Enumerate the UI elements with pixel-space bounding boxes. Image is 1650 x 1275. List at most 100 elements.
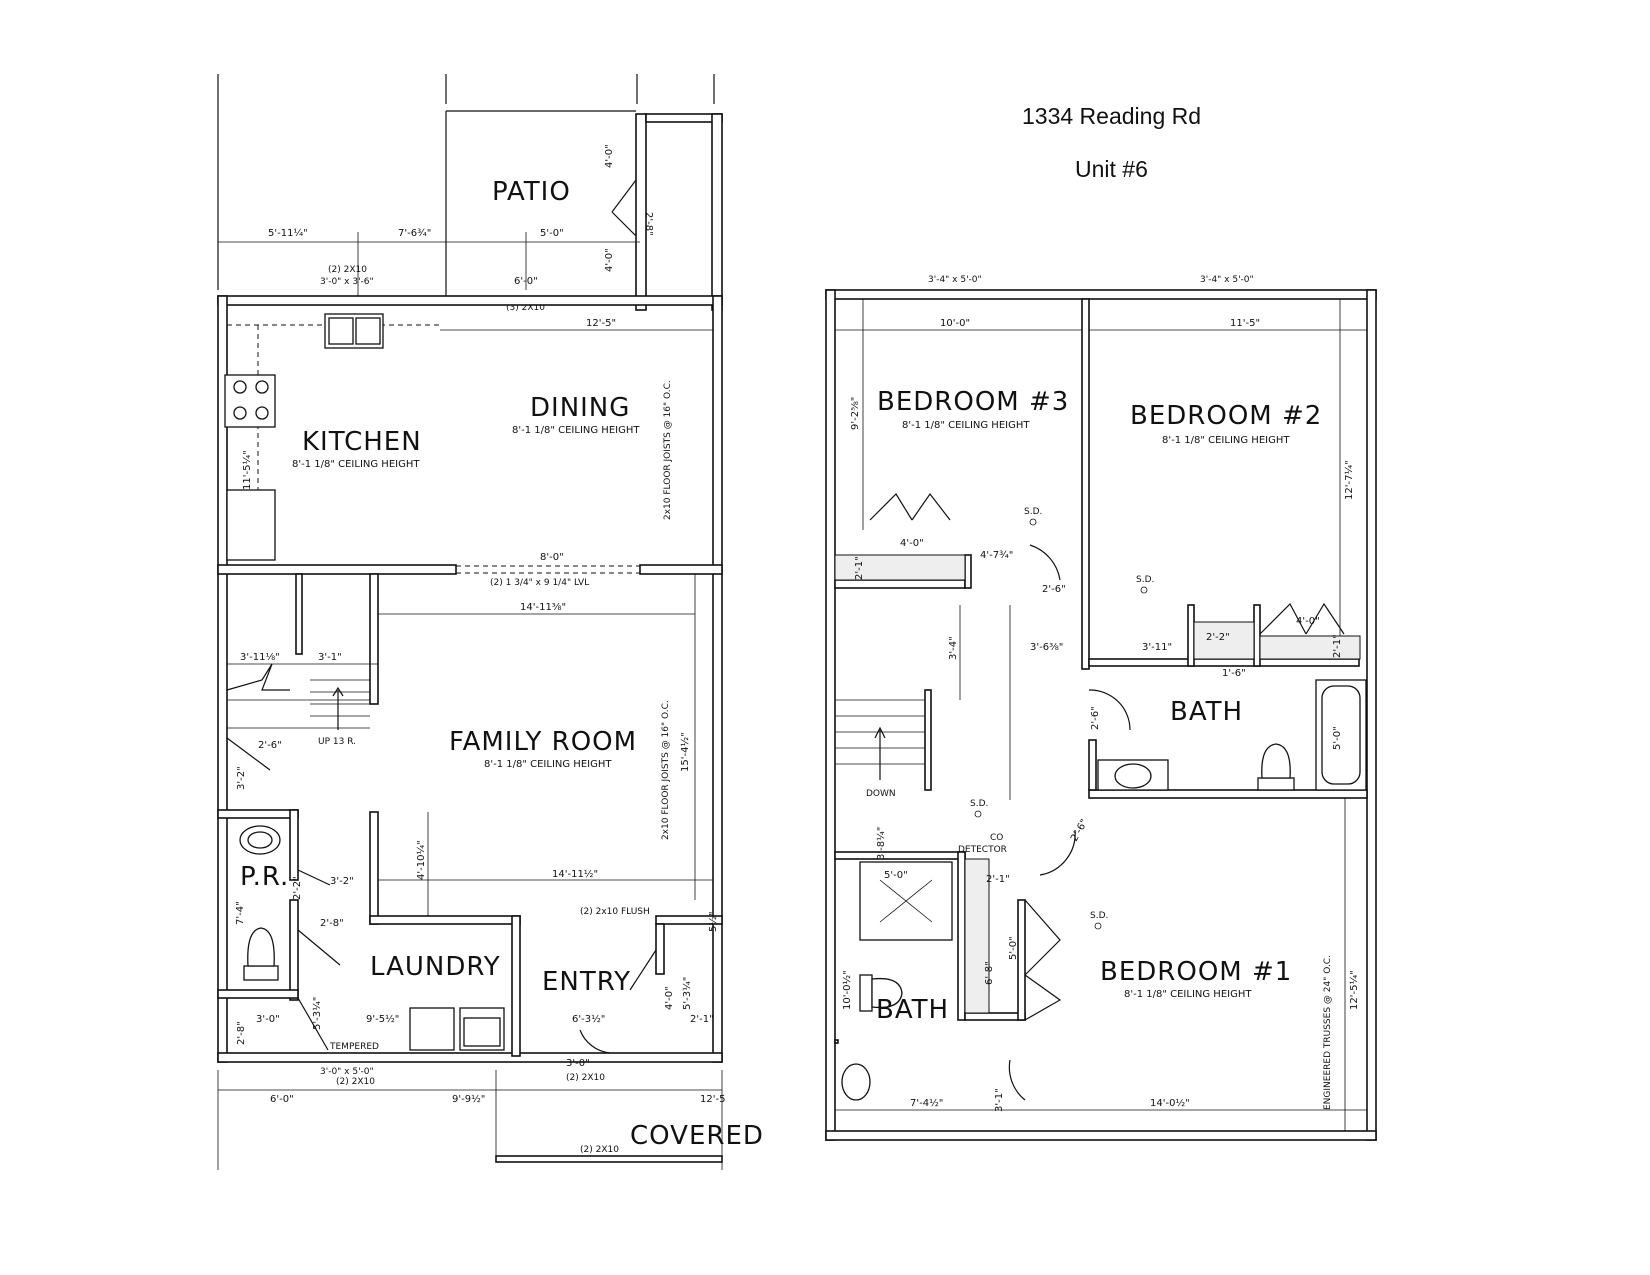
dim-linen: 2'-2" bbox=[1206, 632, 1230, 643]
dim-bot-b: 14'-0½" bbox=[1150, 1097, 1190, 1109]
address-title: 1334 Reading Rd bbox=[1022, 103, 1202, 129]
dim-porch-b: 9'-9½" bbox=[452, 1093, 485, 1105]
dim-bed3-h: 9'-2⅝" bbox=[850, 397, 861, 430]
patio-label: PATIO bbox=[492, 177, 571, 207]
dim-bed2-w: 11'-5" bbox=[1230, 318, 1260, 329]
note-entry-window: 3'-0" x 5'-0" bbox=[320, 1067, 374, 1077]
dim-entry-side: 2'-1" bbox=[690, 1014, 714, 1025]
patio: PATIO bbox=[445, 110, 723, 311]
dim-closet2: 4'-0" bbox=[1296, 616, 1320, 627]
note-window-size: 3'-0" x 3'-6" bbox=[320, 277, 374, 287]
note-flush: (2) 2x10 FLUSH bbox=[580, 907, 650, 917]
sd-4: S.D. bbox=[1090, 911, 1108, 921]
hall-bath-label: BATH bbox=[1170, 697, 1243, 727]
note-window-b: 3'-4" x 5'-0" bbox=[1200, 275, 1254, 285]
dim-top-c: 5'-0" bbox=[540, 228, 564, 239]
dim-wic-a: 2'-1" bbox=[986, 874, 1010, 885]
note-trusses: ENGINEERED TRUSSES @ 24" O.C. bbox=[1323, 955, 1333, 1110]
bedroom-3: 10'-0" 9'-2⅝" BEDROOM #3 8'-1 1/8" CEILI… bbox=[834, 299, 1082, 595]
laundry-label: LAUNDRY bbox=[370, 952, 501, 982]
master-bath: 5'-0" 10'-0½" BATH 3'-1" bbox=[841, 861, 1026, 1112]
walk-in-closet: 2'-1" 6'-8" 5'-0" bbox=[964, 858, 1062, 1021]
dim-bot-a: 7'-4½" bbox=[910, 1097, 943, 1109]
dim-hall-c: 3'-11" bbox=[1142, 642, 1172, 653]
dining-label: DINING bbox=[530, 393, 630, 423]
pr-toilet-tank bbox=[243, 965, 279, 981]
dim-pr-lower: 7'-4" bbox=[235, 901, 246, 925]
note-header-door: (3) 2X10 bbox=[506, 303, 545, 313]
hall-bath: BATH 2'-6" 5'-0" bbox=[1088, 679, 1367, 791]
dim-door-6: 6'-0" bbox=[514, 276, 538, 287]
bedroom-3-label: BEDROOM #3 bbox=[877, 387, 1069, 417]
note-family-joists: 2x10 FLOOR JOISTS @ 16" O.C. bbox=[661, 700, 671, 840]
bedroom-1-ceiling: 8'-1 1/8" CEILING HEIGHT bbox=[1124, 989, 1252, 1000]
second-floor-plan: 3'-4" x 5'-0" 3'-4" x 5'-0" 10'-0" bbox=[825, 275, 1377, 1141]
dim-closet3: 4'-0" bbox=[900, 538, 924, 549]
entry-label: ENTRY bbox=[542, 967, 631, 997]
dim-wic-b: 6'-8" bbox=[984, 961, 995, 985]
note-tempered: TEMPERED bbox=[329, 1042, 379, 1052]
second-floor-stairs: 3'-4" DOWN 3'-6⅜" 3'-11" 3'-8¼" S.D. CO … bbox=[835, 605, 1172, 876]
kitchen-label: KITCHEN bbox=[302, 427, 422, 457]
first-floor-stairs: 3'-11⅛" 3'-1" UP 13 R. 2'-6" 3'-2" bbox=[226, 652, 378, 790]
hall-bath-toilet-tank bbox=[1257, 777, 1295, 791]
dim-pr-door: 3'-2" bbox=[330, 876, 354, 887]
dim-kitchen-h: 11'-5¼" bbox=[241, 450, 253, 490]
dim-laundry-d: 5'-3¼" bbox=[311, 997, 323, 1030]
sd-2: S.D. bbox=[1136, 575, 1154, 585]
dim-family-w: 14'-11⅜" bbox=[520, 602, 566, 613]
bedroom-3-ceiling: 8'-1 1/8" CEILING HEIGHT bbox=[902, 420, 1030, 431]
dim-entry-closet: 4'-0" bbox=[664, 986, 675, 1010]
note-entry-door-header: (2) 2X10 bbox=[566, 1073, 605, 1083]
laundry-room: LAUNDRY 5'-3¼" 9'-5½" TEMPERED 2'-8" 3'-… bbox=[236, 952, 505, 1052]
sd-1: S.D. bbox=[1024, 507, 1042, 517]
dim-opening: 8'-0" bbox=[540, 552, 564, 563]
dim-wic-c: 5'-0" bbox=[1008, 936, 1019, 960]
dim-mbath-h: 10'-0½" bbox=[841, 970, 853, 1010]
family-ceiling: 8'-1 1/8" CEILING HEIGHT bbox=[484, 759, 612, 770]
bedroom-2: 11'-5" BEDROOM #2 8'-1 1/8" CEILING HEIG… bbox=[1089, 299, 1367, 660]
dining-ceiling: 8'-1 1/8" CEILING HEIGHT bbox=[512, 425, 640, 436]
note-entry-header: (2) 2X10 bbox=[336, 1077, 375, 1087]
dim-entry-closet-b: 5'-3¼" bbox=[681, 977, 693, 1010]
master-bath-sink bbox=[841, 1063, 871, 1101]
dim-door-28: 2'-8" bbox=[320, 918, 344, 929]
dim-shower: 5'-0" bbox=[884, 870, 908, 881]
hall-bath-toilet-bowl bbox=[1261, 743, 1291, 779]
unit-label: Unit #6 bbox=[1075, 156, 1148, 182]
dim-bed1-door: 2'-6" bbox=[1069, 817, 1090, 843]
dim-patio-4b: 4'-0" bbox=[604, 248, 615, 272]
pr-toilet-bowl bbox=[247, 927, 275, 967]
dim-side-5: 5½" bbox=[707, 911, 719, 932]
note-header-window: (2) 2X10 bbox=[328, 265, 367, 275]
dim-hall-b: 3'-6⅜" bbox=[1030, 642, 1063, 653]
dim-front-door: 3'-0" bbox=[566, 1058, 590, 1069]
linen-closet: 2'-2" 1'-6" bbox=[1193, 621, 1255, 679]
co-b: DETECTOR bbox=[958, 845, 1007, 855]
dim-top-b: 7'-6¾" bbox=[398, 228, 431, 239]
bedroom-2-ceiling: 8'-1 1/8" CEILING HEIGHT bbox=[1162, 435, 1290, 446]
dim-pr-small: 2'-2" bbox=[292, 876, 303, 900]
dim-bed1-h: 12'-5¼" bbox=[1348, 970, 1360, 1010]
covered-label: COVERED bbox=[630, 1121, 764, 1151]
dim-laundry-h: 4'-10¼" bbox=[415, 840, 427, 880]
dim-bot-b: 3'-0" bbox=[256, 1014, 280, 1025]
washer bbox=[409, 1007, 455, 1051]
kitchen-ceiling: 8'-1 1/8" CEILING HEIGHT bbox=[292, 459, 420, 470]
dim-patio-28: 2'-8" bbox=[643, 212, 654, 236]
dim-family-h: 15'-4½" bbox=[679, 732, 691, 772]
top-dimensions: 5'-11¼" 7'-6¾" 5'-0" 4'-0" 2'-8" 4'-0" (… bbox=[218, 144, 654, 313]
dim-stair-a: 3'-11⅛" bbox=[240, 652, 280, 663]
note-window-a: 3'-4" x 5'-0" bbox=[928, 275, 982, 285]
dim-closet-door: 2'-6" bbox=[258, 740, 282, 751]
bedroom-1-label: BEDROOM #1 bbox=[1100, 957, 1292, 987]
bedroom-1: S.D. BEDROOM #1 8'-1 1/8" CEILING HEIGHT… bbox=[835, 798, 1367, 1131]
dim-top-a: 5'-11¼" bbox=[268, 227, 308, 239]
dim-bot-c: 3'-1" bbox=[994, 1088, 1005, 1112]
family-room-label: FAMILY ROOM bbox=[449, 727, 637, 757]
dim-linen-d: 1'-6" bbox=[1222, 668, 1246, 679]
dim-hall-h: 3'-8¼" bbox=[875, 827, 887, 860]
entry-area: ENTRY 4'-0" 5'-3¼" 6'-3½" 2'-1" 3'-0" bbox=[542, 949, 714, 1069]
note-stair: UP 13 R. bbox=[318, 737, 356, 747]
